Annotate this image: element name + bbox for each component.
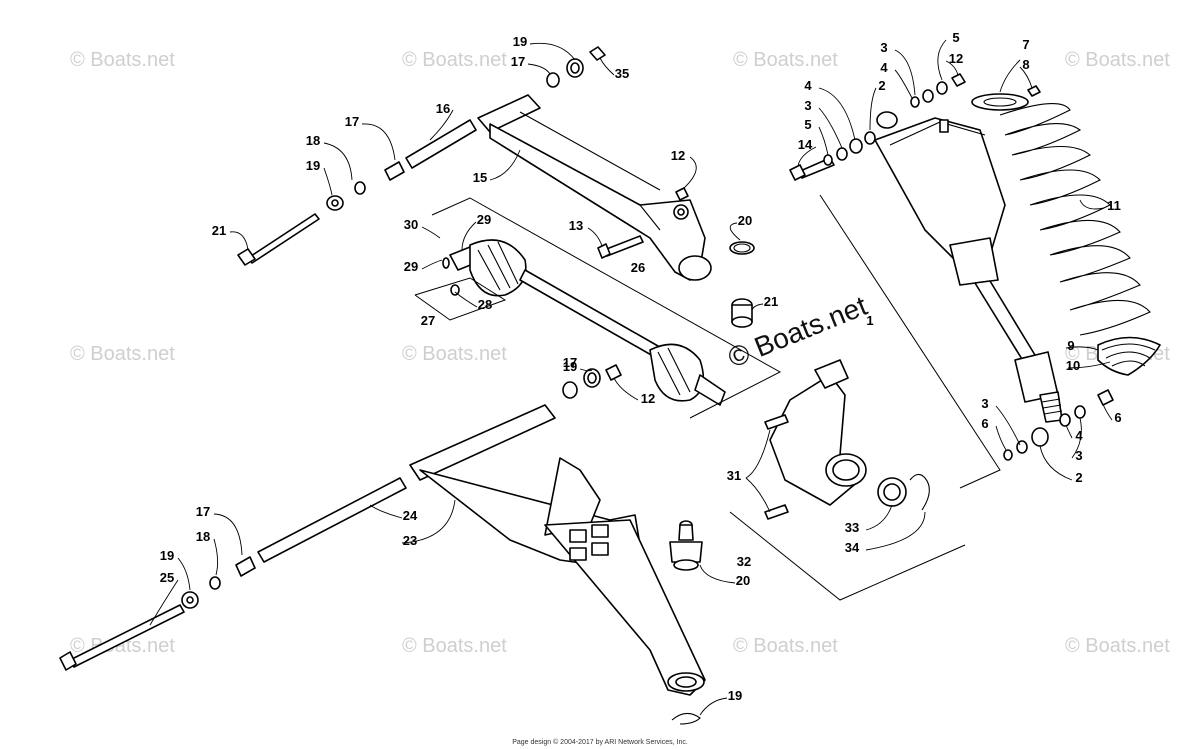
watermark: © Boats.net <box>733 635 838 657</box>
callout-3: 3 <box>804 98 811 113</box>
watermark: © Boats.net <box>402 49 507 71</box>
watermark: © Boats.net <box>70 49 175 71</box>
drive-shaft-group <box>414 197 782 419</box>
callout-6: 6 <box>1114 410 1121 425</box>
callout-20: 20 <box>736 573 750 588</box>
callout-3: 3 <box>981 396 988 411</box>
callout-32: 32 <box>737 554 751 569</box>
lower-bushings <box>562 364 622 399</box>
callout-10: 10 <box>1066 358 1080 373</box>
callout-31: 31 <box>727 468 741 483</box>
watermark: © Boats.net <box>70 343 175 365</box>
callout-6: 6 <box>981 416 988 431</box>
callout-9: 9 <box>1067 338 1074 353</box>
watermark: © Boats.net <box>733 49 838 71</box>
callout-30: 30 <box>404 217 418 232</box>
lower-a-arm <box>409 404 706 696</box>
upper-pivot-bolt <box>237 119 477 266</box>
watermark: © Boats.net <box>402 343 507 365</box>
callout-16: 16 <box>436 101 450 116</box>
callout-4: 4 <box>1075 428 1083 443</box>
callout-14: 14 <box>798 137 813 152</box>
callout-17: 17 <box>511 54 525 69</box>
callout-15: 15 <box>473 170 487 185</box>
callout-12: 12 <box>671 148 685 163</box>
callout-4: 4 <box>880 60 888 75</box>
callout-28: 28 <box>478 297 492 312</box>
lower-shock-hardware <box>1003 389 1114 461</box>
callout-12: 12 <box>949 51 963 66</box>
callout-11: 11 <box>1107 198 1121 213</box>
callout-19: 19 <box>728 688 742 703</box>
watermark: © Boats.net <box>402 635 507 657</box>
lower-pivot-bolt <box>59 477 407 671</box>
callout-24: 24 <box>403 508 418 523</box>
callout-35: 35 <box>615 66 629 81</box>
callout-25: 25 <box>160 570 174 585</box>
callout-21: 21 <box>764 294 778 309</box>
lower-ball-joint <box>669 520 703 725</box>
coil-spring <box>999 103 1151 336</box>
knuckle-group <box>729 511 966 601</box>
watermark: © Boats.net <box>1065 635 1170 657</box>
callout-13: 13 <box>569 218 583 233</box>
watermark: © Boats.net <box>1065 49 1170 71</box>
spring-retainer <box>971 85 1041 111</box>
upper-bushings <box>546 46 606 88</box>
callout-8: 8 <box>1022 57 1029 72</box>
callout-4: 4 <box>804 78 812 93</box>
shock-boot <box>1097 336 1161 376</box>
leader-lines <box>149 39 1113 716</box>
callout-12: 12 <box>641 391 655 406</box>
upper-ball-joint <box>729 241 755 328</box>
shock-absorber <box>874 111 1063 423</box>
callout-33: 33 <box>845 520 859 535</box>
callout-1: 1 <box>866 313 873 328</box>
shock-group <box>819 194 1001 489</box>
copyright-footer: Page design © 2004-2017 by ARI Network S… <box>512 738 688 746</box>
callout-27: 27 <box>421 313 435 328</box>
upper-shock-hardware <box>789 73 966 181</box>
upper-a-arm <box>477 94 712 281</box>
callout-17: 17 <box>563 355 577 370</box>
callout-29: 29 <box>404 259 418 274</box>
callout-19: 19 <box>563 359 577 374</box>
callout-3: 3 <box>880 40 887 55</box>
callout-2: 2 <box>1075 470 1082 485</box>
callout-5: 5 <box>952 30 959 45</box>
callout-34: 34 <box>845 540 860 555</box>
callout-18: 18 <box>306 133 320 148</box>
callout-7: 7 <box>1022 37 1029 52</box>
bolt-13 <box>597 187 689 259</box>
callout-18: 18 <box>196 529 210 544</box>
callout-19: 19 <box>306 158 320 173</box>
callout-17: 17 <box>345 114 359 129</box>
drive-shaft <box>442 239 726 406</box>
callout-20: 20 <box>738 213 752 228</box>
steering-knuckle <box>764 359 930 520</box>
callout-17: 17 <box>196 504 210 519</box>
callout-23: 23 <box>403 533 417 548</box>
callout-19: 19 <box>160 548 174 563</box>
callout-29: 29 <box>477 212 491 227</box>
callout-2: 2 <box>878 78 885 93</box>
callout-3: 3 <box>1075 448 1082 463</box>
callout-5: 5 <box>804 117 811 132</box>
callout-19: 19 <box>513 34 527 49</box>
callout-26: 26 <box>631 260 645 275</box>
callout-21: 21 <box>212 223 226 238</box>
